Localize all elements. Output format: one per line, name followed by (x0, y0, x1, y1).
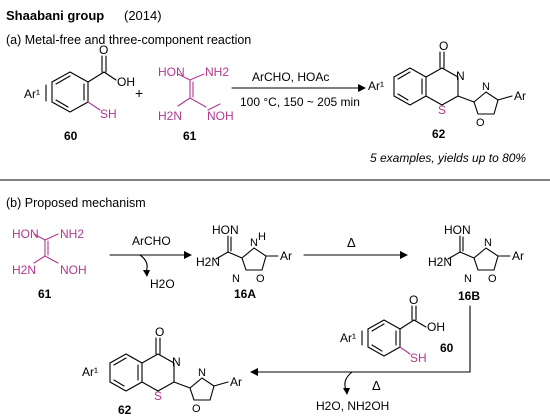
atom-Ar-16A: Ar (280, 249, 292, 263)
arrowhead-a (358, 84, 366, 92)
atom-O-62: O (439, 39, 448, 53)
atom-H2N-16A: H2N (196, 255, 220, 269)
atom-OH: OH (117, 75, 135, 89)
atom-NH2-mech: NH2 (60, 227, 84, 241)
step2-condition: Δ (347, 235, 356, 250)
atom-S-62m: S (154, 389, 162, 403)
mech-curved-arrowhead-1 (143, 270, 150, 277)
atom-N-16B-b: N (464, 273, 472, 285)
compound-61-structure (177, 73, 221, 111)
atom-N-16B: N (484, 237, 492, 249)
atom-HON-mech: HON (12, 227, 39, 241)
compound-60-structure (45, 55, 117, 113)
section-b-title: (b) Proposed mechanism (6, 196, 146, 210)
compound-62-structure (393, 51, 513, 115)
compound-label-61: 61 (183, 129, 197, 143)
atom-O-16B: O (488, 273, 497, 285)
atom-NOH: NOH (207, 109, 234, 123)
step3-condition: Δ (372, 378, 381, 393)
compound-label-60-mech: 60 (440, 341, 454, 355)
atom-O-62m: O (155, 325, 164, 339)
atom-S-62: S (438, 103, 446, 117)
conditions-a: 100 °C, 150 ~ 205 min (240, 95, 360, 109)
atom-NOH-mech: NOH (60, 263, 87, 277)
atom-N-O-ox: O (476, 117, 485, 129)
group-year: (2014) (124, 8, 162, 23)
compound-16A-structure (215, 235, 279, 271)
step1-byproduct: H2O (150, 277, 175, 291)
atom-Ar1-60m: Ar¹ (340, 331, 356, 345)
compound-62-mech-structure (109, 337, 229, 401)
atom-N-ox-62m: N (198, 367, 206, 379)
compound-16B-structure (447, 235, 511, 271)
atom-O: O (99, 43, 108, 57)
atom-H-16A: H (258, 231, 266, 243)
atom-Ar1-62: Ar¹ (368, 79, 384, 93)
examples-summary: 5 examples, yields up to 80% (370, 151, 526, 165)
compound-label-62-mech: 62 (118, 403, 132, 417)
atom-N-16A-b: N (232, 273, 240, 285)
atom-HON-16B: HON (444, 223, 471, 237)
step1-reagent: ArCHO (132, 234, 171, 248)
atom-HON: HON (158, 65, 185, 79)
step3-byproducts: H2O, NH2OH (316, 399, 389, 413)
compound-61-mech-structure (33, 233, 59, 264)
compound-label-60: 60 (64, 129, 78, 143)
atom-H2N-mech: H2N (12, 263, 36, 277)
mech-arrowhead-1 (184, 251, 192, 259)
atom-N-62: N (456, 69, 465, 83)
atom-N-16A: N (250, 237, 258, 249)
atom-Ar1-62m: Ar¹ (82, 365, 98, 379)
atom-NH2: NH2 (205, 65, 229, 79)
group-title: Shaabani group (6, 8, 104, 23)
atom-O-ox-62m: O (192, 403, 201, 415)
atom-N-ox: N (482, 81, 490, 93)
compound-label-62-a: 62 (432, 127, 446, 141)
section-a-title: (a) Metal-free and three-component react… (6, 33, 251, 47)
atom-HON-16A: HON (212, 223, 239, 237)
plus-sign: + (135, 85, 143, 101)
atom-Ar-62m: Ar (230, 375, 242, 389)
compound-label-61-mech: 61 (38, 287, 52, 301)
atom-Ar-16B: Ar (512, 249, 524, 263)
atom-OH-60m: OH (427, 320, 445, 334)
atom-N-62m: N (172, 355, 181, 369)
compound-label-16A: 16A (234, 287, 256, 301)
atom-O-60m: O (409, 293, 418, 307)
mech-curved-arrow-1 (139, 254, 148, 273)
atom-H2N: H2N (158, 109, 182, 123)
atom-SH-60m: SH (410, 351, 427, 365)
mech-arrowhead-3 (250, 368, 258, 376)
mech-curved-arrow-3 (344, 371, 353, 391)
atom-Ar1: Ar¹ (24, 87, 40, 101)
compound-60-mech-structure (361, 305, 427, 357)
compound-label-16B: 16B (458, 289, 480, 303)
mech-arrowhead-2 (400, 251, 408, 259)
atom-Ar-62: Ar (514, 89, 526, 103)
atom-SH: SH (100, 107, 117, 121)
atom-H2N-16B: H2N (428, 255, 452, 269)
reagents-a: ArCHO, HOAc (252, 70, 329, 84)
mech-curved-arrowhead-3 (343, 388, 350, 395)
atom-O-16A: O (256, 273, 265, 285)
